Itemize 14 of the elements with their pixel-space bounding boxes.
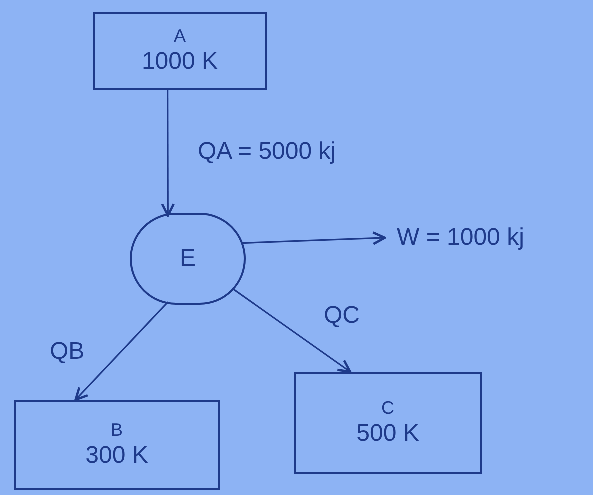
arrow [74,302,169,402]
node-text: 500 K [356,419,420,450]
node-text: 300 K [86,441,148,472]
node-text: 1000 K [142,47,218,78]
reservoir-name: C [382,396,394,420]
arrow [232,288,352,374]
reservoir-name: A [174,24,186,48]
reservoir-name: B [110,418,123,442]
reservoir-box [14,400,220,490]
arrow [161,90,176,217]
arrow [242,232,386,246]
reservoir-box [294,372,482,474]
node-text: E [180,244,196,274]
reservoir-box [93,12,267,90]
